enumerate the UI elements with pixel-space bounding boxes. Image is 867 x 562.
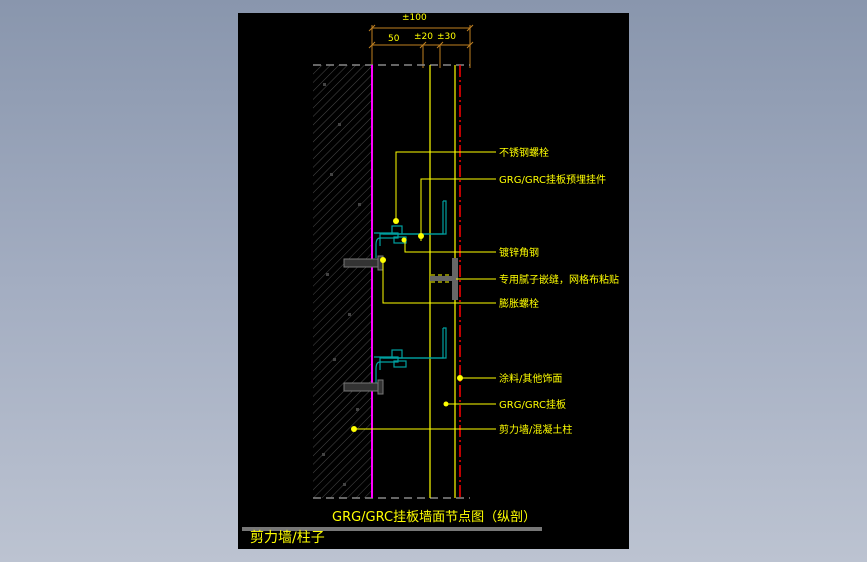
dimension-seg3: ±30 [437, 32, 456, 42]
label-expansion-bolt: 膨胀螺栓 [499, 297, 539, 310]
dimension-seg2: ±20 [414, 32, 433, 42]
lower-bracket [374, 327, 447, 383]
upper-bracket [374, 200, 447, 258]
cad-drawing: ±100 50 ±20 ±30 [242, 13, 619, 546]
label-shear-wall: 剪力墙/混凝土柱 [499, 423, 572, 436]
dimension-lines [368, 24, 474, 68]
label-galvanized-angle: 镀锌角钢 [499, 246, 539, 259]
title-underline [242, 527, 542, 531]
shear-wall-hatch [313, 65, 371, 498]
lower-expansion-bolt [343, 379, 384, 395]
label-putty-joint: 专用腻子嵌缝，网格布粘贴 [499, 273, 619, 286]
label-paint-finish: 涂料/其他饰面 [499, 372, 562, 385]
label-stainless-bolt: 不锈钢螺栓 [499, 146, 549, 159]
leader-lines [354, 151, 496, 430]
label-embedded-fitting: GRG/GRC挂板预埋挂件 [499, 173, 606, 186]
dimension-seg1: 50 [388, 34, 400, 44]
cad-drawing-canvas[interactable]: ±100 50 ±20 ±30 [238, 13, 629, 549]
concrete-aggregate [322, 83, 361, 486]
putty-joint-filler [430, 258, 458, 300]
drawing-subtitle: 剪力墙/柱子 [250, 530, 325, 546]
leader-dots [351, 218, 463, 432]
label-grc-panel: GRG/GRC挂板 [499, 398, 566, 411]
drawing-title: GRG/GRC挂板墙面节点图（纵剖） [332, 510, 536, 525]
dimension-total: ±100 [402, 13, 427, 23]
